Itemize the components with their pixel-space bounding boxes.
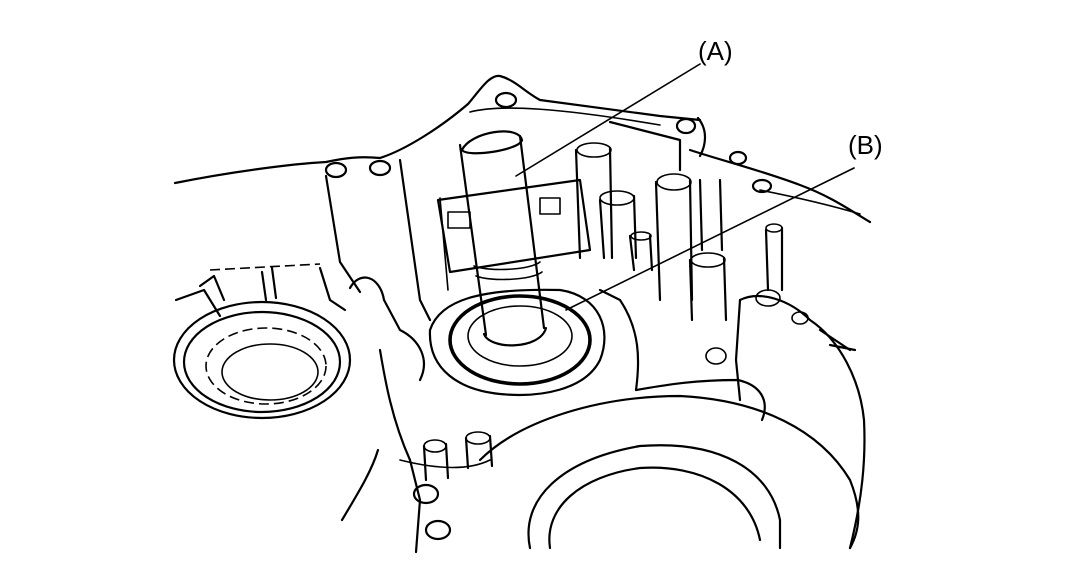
boss-left-2 [368, 159, 392, 177]
boss-right [675, 117, 697, 135]
valve-port-2 [539, 197, 561, 215]
boss-top [494, 91, 518, 109]
lower-case [340, 276, 866, 554]
oil-seal [428, 288, 606, 397]
boss-case-3 [705, 347, 727, 365]
valve-port-1 [447, 211, 471, 229]
boss-left [324, 161, 348, 179]
valve-body [324, 120, 682, 322]
label-a: (A) [698, 36, 733, 66]
label-b: (B) [848, 130, 883, 160]
leader-line-a [515, 63, 701, 177]
boss-case-2 [791, 311, 809, 325]
bolts-lower-left [399, 431, 494, 541]
case-outline [173, 74, 872, 224]
left-bore [172, 263, 352, 420]
leader-lines [515, 63, 855, 311]
leader-line-b [565, 167, 855, 311]
boss-far-right-2 [728, 150, 748, 166]
mounting-bosses [324, 91, 773, 194]
shaft-tool [458, 130, 548, 347]
accumulator-pistons [574, 142, 784, 322]
boss-case-1 [755, 289, 781, 307]
boss-far-right [751, 178, 773, 194]
